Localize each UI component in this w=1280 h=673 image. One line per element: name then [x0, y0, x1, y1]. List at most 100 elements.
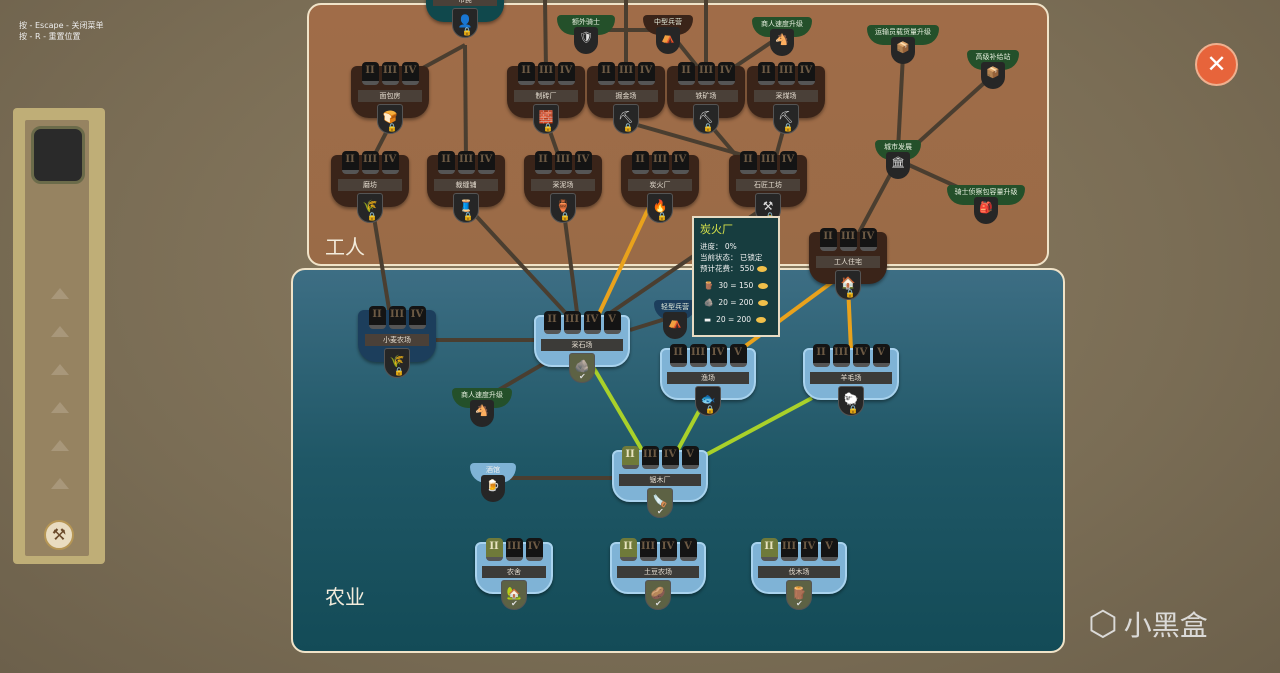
building-icon[interactable]: 🪵✔ — [786, 580, 812, 610]
tier-4-button[interactable]: IV — [637, 62, 655, 85]
tier-4-button[interactable]: IV — [859, 228, 877, 251]
tier-3-button[interactable]: III — [839, 228, 857, 251]
building-icon[interactable]: ⛏🔒 — [693, 104, 719, 134]
upgrade-node-medium-barracks[interactable]: 中型兵营 ⛺ — [643, 15, 693, 57]
tier-2-button[interactable]: II — [677, 62, 695, 85]
upgrade-icon[interactable]: 🐴 — [770, 29, 794, 56]
upgrade-node-merchant-speed-top[interactable]: 商人速度升级 🐴 — [752, 17, 812, 59]
building-icon[interactable]: ⛏🔒 — [773, 104, 799, 134]
upgrade-icon[interactable]: 🏛 — [886, 152, 910, 179]
tier-5-button[interactable]: V — [820, 538, 838, 561]
selected-item-slot[interactable] — [31, 126, 85, 184]
upgrade-icon[interactable]: 🍺 — [481, 475, 505, 502]
building-icon[interactable]: 🏡✔ — [501, 580, 527, 610]
tier-5-button[interactable]: V — [603, 311, 621, 334]
tier-4-button[interactable]: IV — [401, 62, 419, 85]
tier-4-button[interactable]: IV — [671, 151, 689, 174]
tier-4-button[interactable]: IV — [574, 151, 592, 174]
building-icon[interactable]: 🌾🔒 — [384, 348, 410, 378]
tier-4-button[interactable]: IV — [852, 344, 870, 367]
tier-2-button[interactable]: II — [760, 538, 778, 561]
tier-3-button[interactable]: III — [505, 538, 523, 561]
tier-2-button[interactable]: II — [368, 306, 386, 329]
tier-3-button[interactable]: III — [554, 151, 572, 174]
tier-3-button[interactable]: III — [689, 344, 707, 367]
tier-3-button[interactable]: III — [457, 151, 475, 174]
tier-2-button[interactable]: II — [361, 62, 379, 85]
upgrade-icon[interactable]: ⛺ — [663, 312, 687, 339]
tier-2-button[interactable]: II — [757, 62, 775, 85]
tier-4-button[interactable]: IV — [779, 151, 797, 174]
upgrade-node-advanced-supply[interactable]: 高级补给站 📦 — [967, 50, 1019, 92]
tier-3-button[interactable]: III — [388, 306, 406, 329]
tier-4-button[interactable]: IV — [557, 62, 575, 85]
building-icon[interactable]: 🐟🔒 — [695, 386, 721, 416]
building-icon[interactable]: 🍞🔒 — [377, 104, 403, 134]
building-icon[interactable]: 🐑🔒 — [838, 386, 864, 416]
tier-3-button[interactable]: III — [361, 151, 379, 174]
building-icon[interactable]: 🧱🔒 — [533, 104, 559, 134]
tier-3-button[interactable]: III — [381, 62, 399, 85]
tier-2-button[interactable]: II — [341, 151, 359, 174]
tier-3-button[interactable]: III — [777, 62, 795, 85]
upgrade-icon[interactable]: 🐴 — [470, 400, 494, 427]
close-button[interactable]: ✕ — [1195, 43, 1238, 86]
building-icon[interactable]: 🔥🔒 — [647, 193, 673, 223]
tier-3-button[interactable]: III — [759, 151, 777, 174]
tier-5-button[interactable]: V — [872, 344, 890, 367]
tier-4-button[interactable]: IV — [717, 62, 735, 85]
upgrade-node-merchant-speed-bottom[interactable]: 商人速度升级 🐴 — [452, 388, 512, 430]
tier-3-button[interactable]: III — [832, 344, 850, 367]
building-icon[interactable]: 🏠🔒 — [835, 270, 861, 300]
tier-2-button[interactable]: II — [631, 151, 649, 174]
tier-2-button[interactable]: II — [619, 538, 637, 561]
tier-4-button[interactable]: IV — [381, 151, 399, 174]
tier-4-button[interactable]: IV — [797, 62, 815, 85]
tier-2-button[interactable]: II — [543, 311, 561, 334]
tier-4-button[interactable]: IV — [583, 311, 601, 334]
tier-4-button[interactable]: IV — [800, 538, 818, 561]
tier-4-button[interactable]: IV — [477, 151, 495, 174]
tier-3-button[interactable]: III — [617, 62, 635, 85]
tier-2-button[interactable]: II — [597, 62, 615, 85]
building-icon[interactable]: 🌾🔒 — [357, 193, 383, 223]
tier-4-button[interactable]: IV — [659, 538, 677, 561]
tier-3-button[interactable]: III — [537, 62, 555, 85]
tier-2-button[interactable]: II — [485, 538, 503, 561]
upgrade-node-knight-scout-bag[interactable]: 骑士侦察包容量升级 🎒 — [947, 185, 1025, 227]
upgrade-node-transporter-capacity[interactable]: 运输员载货量升级 📦 — [867, 25, 939, 67]
tier-2-button[interactable]: II — [812, 344, 830, 367]
upgrade-icon[interactable]: 📦 — [891, 37, 915, 64]
upgrade-icon[interactable]: 📦 — [981, 62, 1005, 89]
tier-2-button[interactable]: II — [534, 151, 552, 174]
tier-3-button[interactable]: III — [697, 62, 715, 85]
building-icon[interactable]: 🥔✔ — [645, 580, 671, 610]
building-icon[interactable]: 👤🔒 — [452, 8, 478, 38]
worker-tool-button[interactable]: ⚒ — [44, 520, 74, 550]
tier-3-button[interactable]: III — [639, 538, 657, 561]
tier-2-button[interactable]: II — [437, 151, 455, 174]
building-icon[interactable]: 🏺🔒 — [550, 193, 576, 223]
tier-3-button[interactable]: III — [651, 151, 669, 174]
tier-3-button[interactable]: III — [780, 538, 798, 561]
tier-2-button[interactable]: II — [621, 446, 639, 469]
upgrade-node-extra-knight[interactable]: 额外骑士 🛡 — [557, 15, 615, 57]
